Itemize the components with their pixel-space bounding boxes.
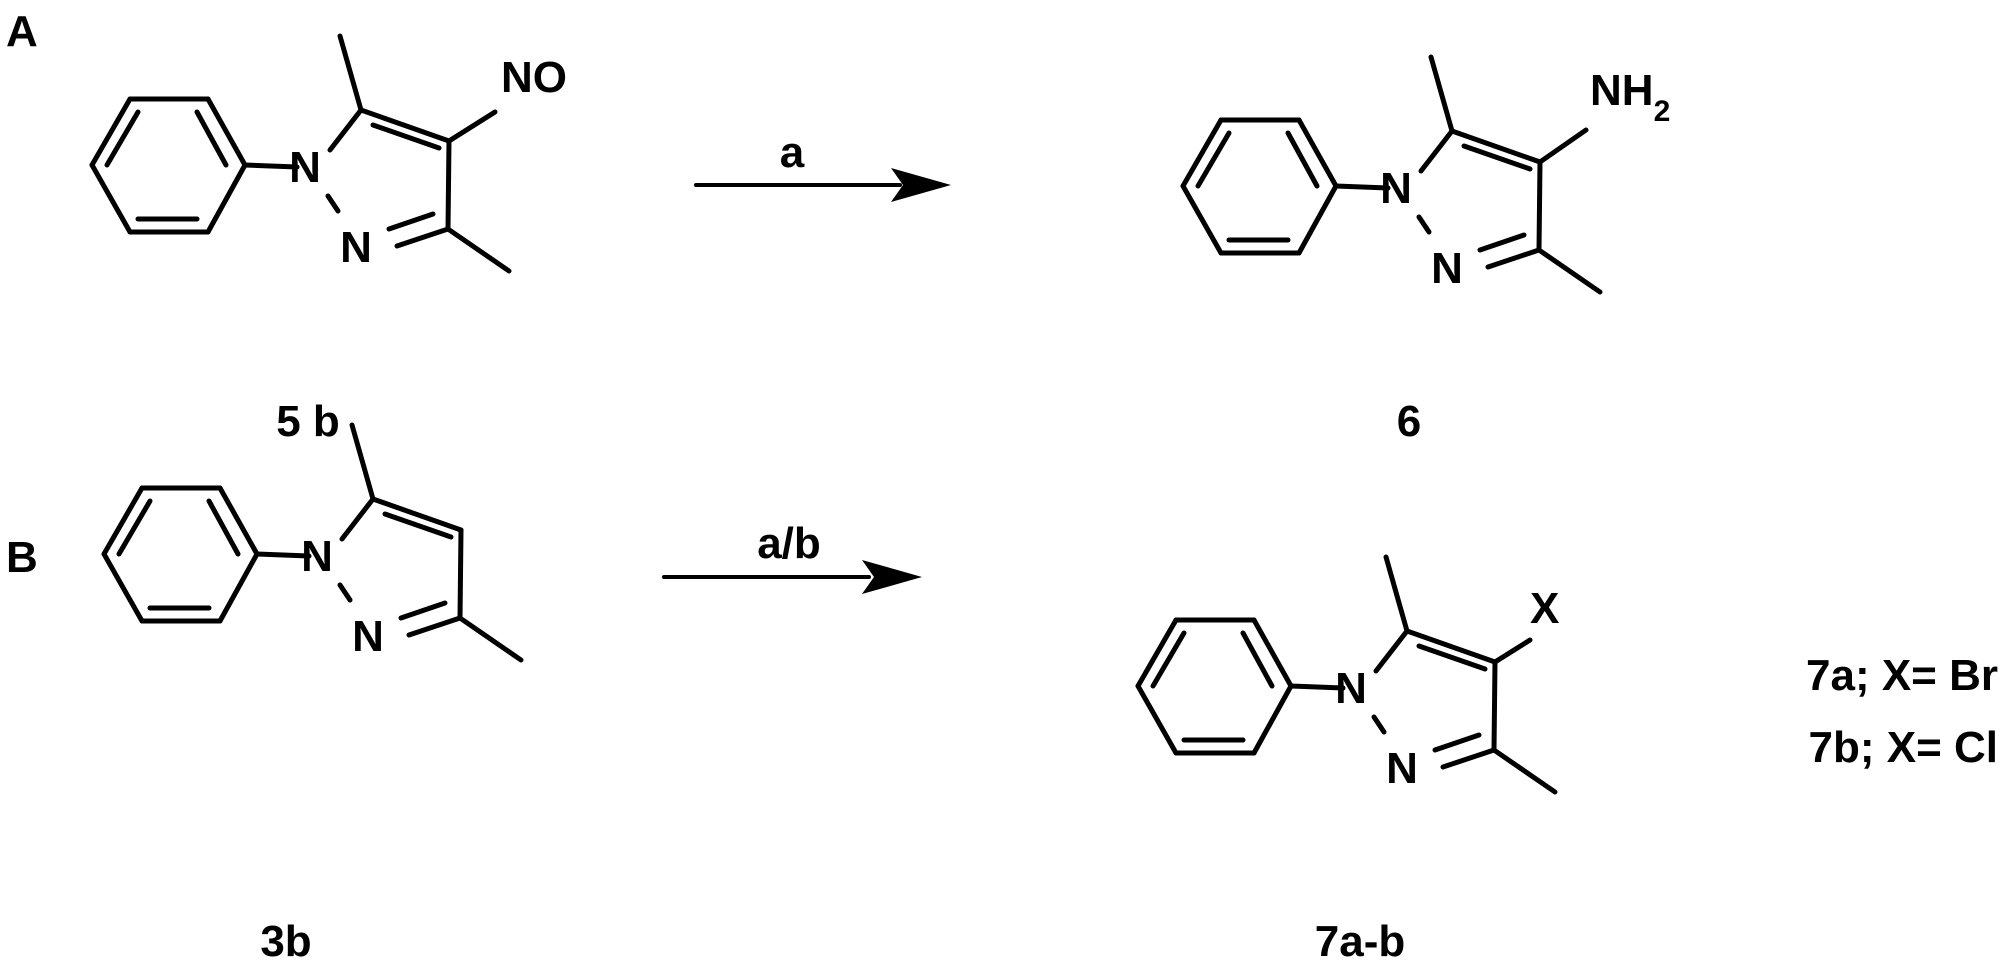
substituent-no: NO <box>501 53 567 102</box>
note-7b: 7b; X= Cl <box>1809 723 1999 772</box>
molecule-6: N N NH2 <box>1183 57 1670 293</box>
note-7a: 7a; X= Br <box>1806 651 1998 700</box>
compound-label-6: 6 <box>1397 397 1421 446</box>
reagent-label-b: a/b <box>757 519 821 568</box>
atom-n1: N <box>289 143 321 192</box>
compound-label-5b: 5 b <box>276 397 340 446</box>
reagent-label-a: a <box>780 128 805 177</box>
atom-n2: N <box>352 612 384 661</box>
panel-label-b: B <box>6 533 38 582</box>
atom-n2: N <box>340 223 372 272</box>
molecule-3b: N N <box>104 425 521 661</box>
substituent-x: X <box>1530 584 1559 633</box>
reaction-arrow-b <box>662 560 922 594</box>
substituent-nh2: NH2 <box>1590 66 1670 128</box>
atom-n2: N <box>1386 744 1418 793</box>
compound-label-7ab: 7a-b <box>1315 917 1405 966</box>
atom-n1: N <box>1380 164 1412 213</box>
atom-n1: N <box>301 532 333 581</box>
atom-n2: N <box>1431 244 1463 293</box>
molecule-7ab: N N X <box>1138 557 1559 793</box>
atom-n1: N <box>1335 664 1367 713</box>
molecule-5b: N N NO <box>92 36 567 272</box>
compound-label-3b: 3b <box>260 917 311 966</box>
reaction-arrow-a <box>694 168 951 202</box>
panel-label-a: A <box>6 7 38 56</box>
